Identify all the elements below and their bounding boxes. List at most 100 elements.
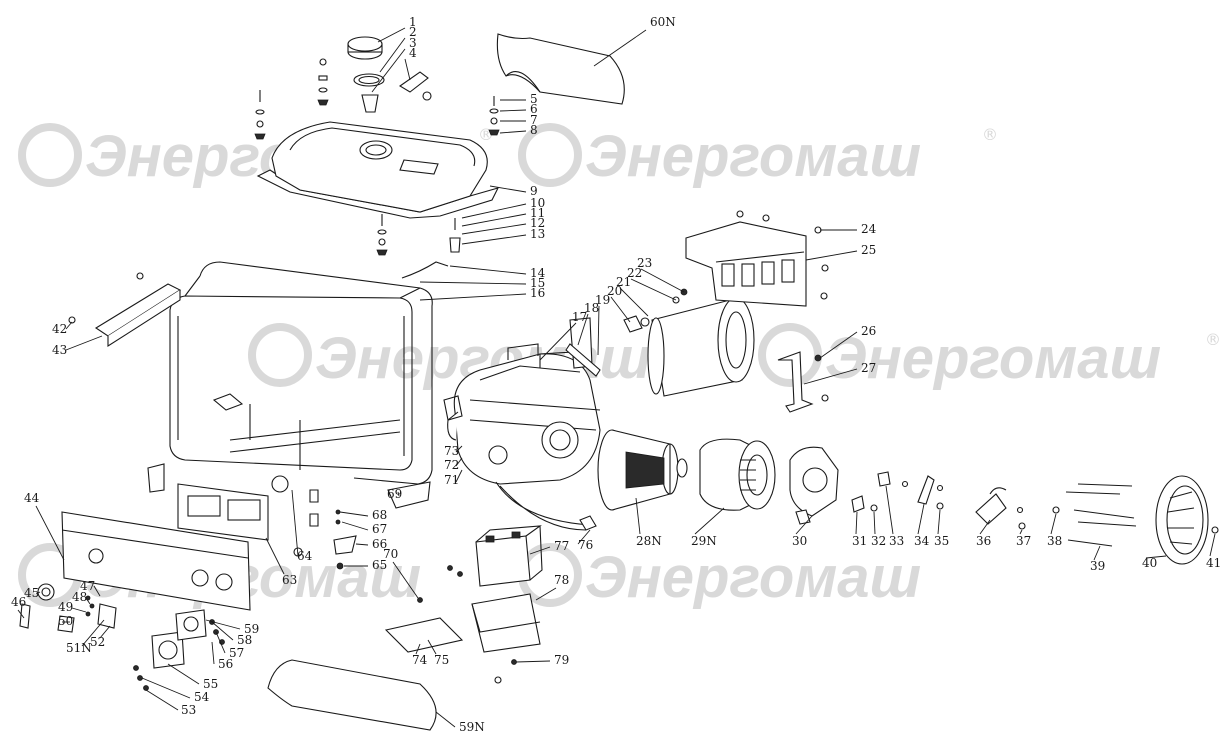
leader-line xyxy=(205,619,241,630)
part-callout-64: 64 xyxy=(297,549,313,563)
leader-line xyxy=(795,515,813,535)
part-callout-8: 8 xyxy=(530,123,538,137)
leader-line xyxy=(489,185,527,193)
leader-line xyxy=(85,597,91,605)
watermark-text: Энергомаш xyxy=(585,545,921,610)
control-panel-part xyxy=(19,511,251,633)
part-callout-10: 10 xyxy=(530,196,545,210)
end-housing-part xyxy=(789,446,839,525)
leader-line xyxy=(167,663,200,685)
part-callout-69: 69 xyxy=(387,487,402,501)
part-callout-20: 20 xyxy=(607,284,622,298)
part-callout-75: 75 xyxy=(434,653,449,667)
leader-line xyxy=(630,278,677,301)
leader-line xyxy=(610,296,631,323)
fuel-cap-part xyxy=(347,36,432,113)
part-callout-56: 56 xyxy=(218,657,233,671)
leader-line xyxy=(93,585,101,597)
part-callout-76: 76 xyxy=(578,538,593,552)
leader-line xyxy=(141,677,191,699)
leader-line xyxy=(539,322,577,361)
leader-line xyxy=(499,109,527,112)
leader-line xyxy=(145,689,179,711)
leader-line xyxy=(99,625,111,639)
leader-line xyxy=(215,631,226,654)
leader-line xyxy=(937,509,941,535)
leader-line xyxy=(1209,533,1216,557)
leader-line xyxy=(211,621,234,641)
watermark-registered-mark: ® xyxy=(982,125,998,144)
leader-line xyxy=(535,587,557,601)
part-callout-41: 41 xyxy=(1206,556,1221,570)
part-callout-54: 54 xyxy=(194,690,210,704)
part-callout-9: 9 xyxy=(530,184,538,198)
part-callout-63: 63 xyxy=(282,573,297,587)
part-callout-22: 22 xyxy=(627,266,642,280)
leader-line xyxy=(979,519,991,535)
leader-line xyxy=(855,511,858,535)
part-callout-33: 33 xyxy=(889,534,904,548)
part-callout-43: 43 xyxy=(52,343,67,357)
part-callout-2: 2 xyxy=(409,25,417,39)
part-callout-58: 58 xyxy=(237,633,252,647)
part-callout-15: 15 xyxy=(530,276,545,290)
part-callout-71: 71 xyxy=(444,473,459,487)
part-callout-3: 3 xyxy=(409,36,417,50)
part-callout-53: 53 xyxy=(181,703,196,717)
leader-line xyxy=(461,213,527,227)
leader-line xyxy=(265,537,285,575)
part-callout-28n: 28N xyxy=(636,534,662,548)
leader-line xyxy=(455,457,463,467)
fastener-part xyxy=(254,58,500,279)
small-parts xyxy=(851,471,1026,530)
leader-line xyxy=(379,37,406,73)
part-callout-79: 79 xyxy=(554,653,569,667)
leader-line xyxy=(415,643,421,655)
part-callout-23: 23 xyxy=(637,256,652,270)
leader-line xyxy=(1093,545,1101,561)
leader-line xyxy=(597,305,600,356)
part-callout-6: 6 xyxy=(530,102,538,116)
part-callout-26: 26 xyxy=(861,324,876,338)
leader-line xyxy=(619,287,649,317)
louver-panel-part xyxy=(147,463,431,570)
part-callout-29n: 29N xyxy=(691,534,717,548)
leader-line xyxy=(640,268,685,293)
part-callout-65: 65 xyxy=(372,558,387,572)
leader-line xyxy=(291,489,299,557)
leader-line xyxy=(819,331,858,359)
socket-part xyxy=(133,609,225,691)
part-callout-78: 78 xyxy=(554,573,569,587)
part-callout-25: 25 xyxy=(861,243,876,257)
leader-line xyxy=(455,445,463,453)
part-callout-30: 30 xyxy=(792,534,807,548)
leader-line xyxy=(1145,555,1167,559)
part-callout-13: 13 xyxy=(530,227,545,241)
part-callout-39: 39 xyxy=(1090,559,1105,573)
leader-line xyxy=(803,368,858,385)
leader-lines xyxy=(17,27,1216,728)
part-callout-11: 11 xyxy=(530,206,545,220)
leader-line xyxy=(71,607,87,613)
leader-line xyxy=(461,223,527,235)
part-callout-40: 40 xyxy=(1142,556,1157,570)
part-callout-50: 50 xyxy=(58,614,73,628)
part-callout-73: 73 xyxy=(444,444,459,458)
through-bolts-part xyxy=(1052,483,1137,547)
part-callout-18: 18 xyxy=(584,301,599,315)
part-callout-68: 68 xyxy=(372,508,387,522)
leader-line xyxy=(211,641,215,665)
leader-line xyxy=(499,130,527,134)
muffler-part xyxy=(565,288,755,397)
leader-line xyxy=(577,529,591,545)
watermark-text: Энергомаш xyxy=(825,326,1161,391)
part-callout-51n: 51N xyxy=(66,641,92,655)
leader-line xyxy=(1019,529,1023,535)
battery-part xyxy=(384,525,543,684)
leader-line xyxy=(397,491,400,497)
part-callout-59n: 59N xyxy=(459,720,485,734)
leader-line xyxy=(35,591,41,595)
part-callout-1: 1 xyxy=(409,15,417,29)
part-callout-52: 52 xyxy=(90,635,105,649)
